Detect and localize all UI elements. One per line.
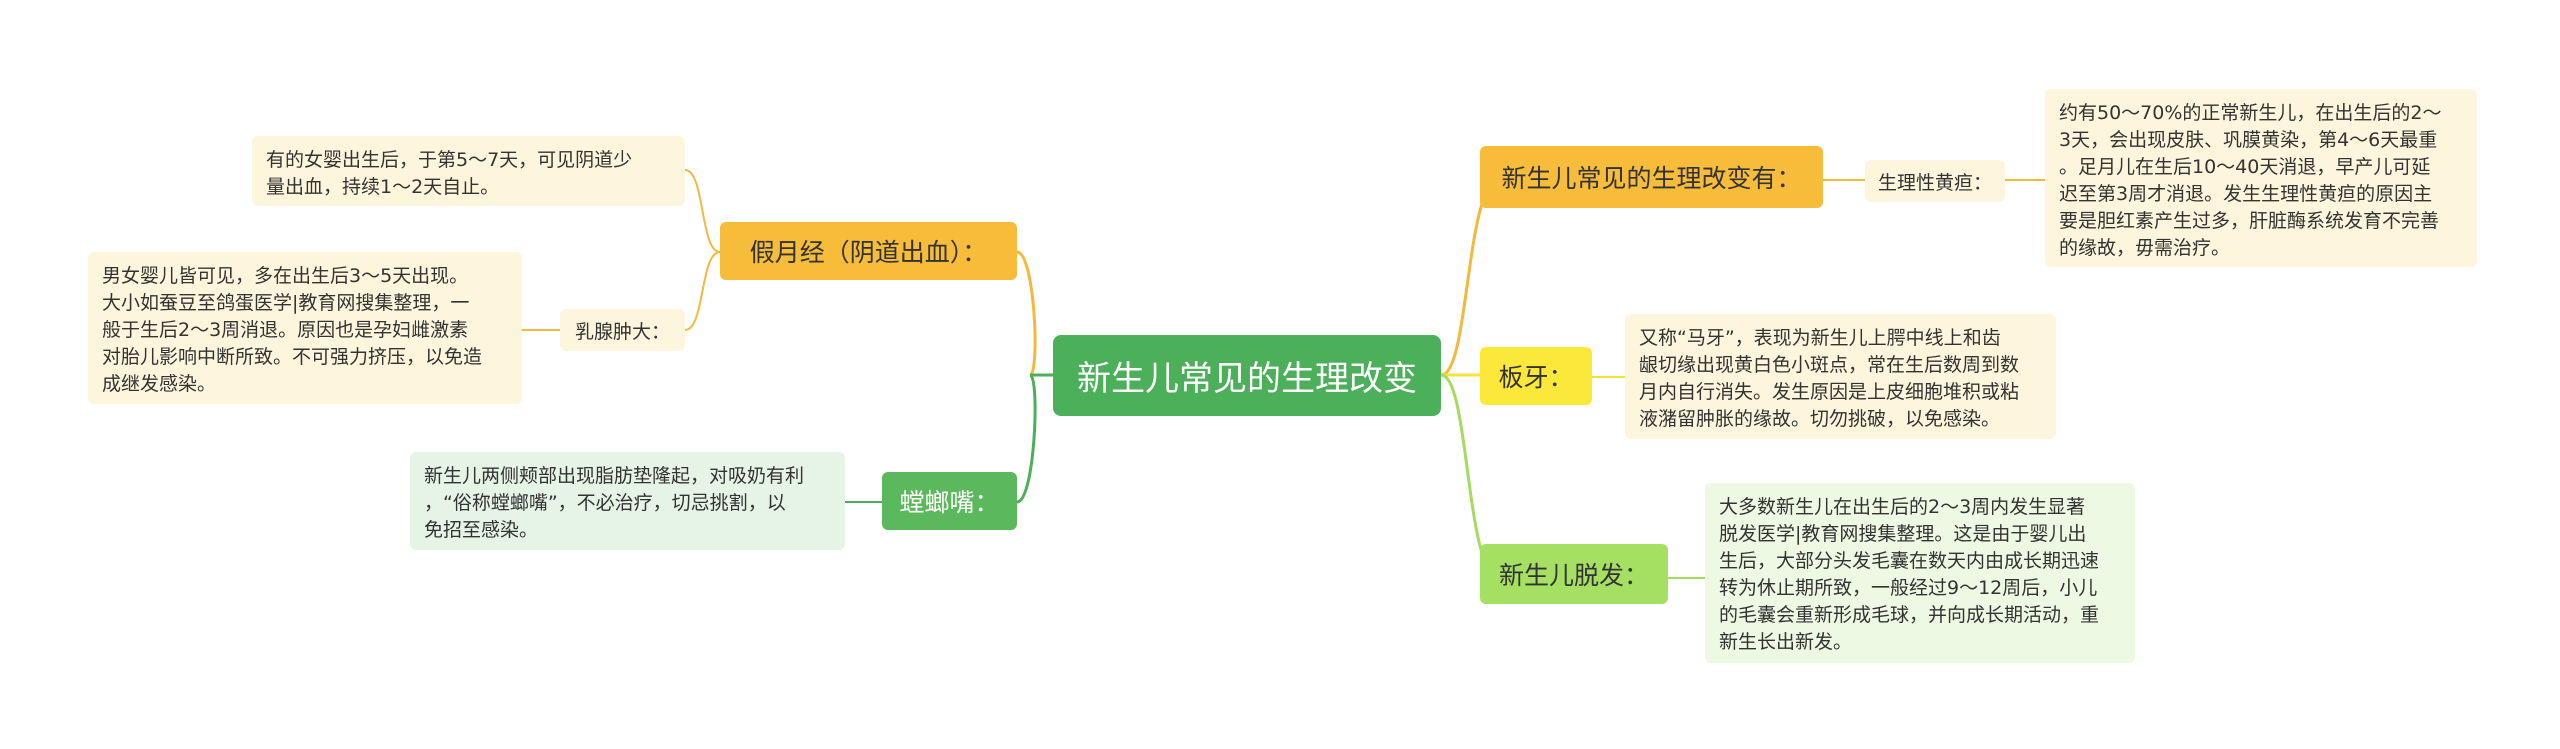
sub-node-breast-swelling[interactable]: 乳腺肿大： (560, 309, 685, 351)
leaf-epstein-pearls: 又称“马牙”，表现为新生儿上腭中线上和齿 龈切缘出现黄白色小斑点，常在生后数周到… (1625, 314, 2056, 439)
leaf-jaundice: 约有50～70%的正常新生儿，在出生后的2～ 3天，会出现皮肤、巩膜黄染，第4～… (2045, 89, 2477, 267)
connector-left1-leaf (684, 169, 721, 253)
sub-node-jaundice[interactable]: 生理性黄疸： (1865, 160, 2005, 202)
leaf-mantis-mouth: 新生儿两侧颊部出现脂肪垫隆起，对吸奶有利 ，“俗称螳螂嘴”，不必治疗，切忌挑割，… (410, 452, 845, 550)
leaf-pseudo-menstruation: 有的女婴出生后，于第5～7天，可见阴道少 量出血，持续1～2天自止。 (252, 136, 685, 206)
connector-center-to-left2 (1016, 373, 1053, 504)
connector-left1-sub (684, 251, 721, 331)
branch-epstein-pearls[interactable]: 板牙： (1480, 347, 1592, 405)
leaf-hair-loss: 大多数新生儿在出生后的2～3周内发生显著 脱发医学|教育网搜集整理。这是由于婴儿… (1705, 483, 2135, 663)
branch-pseudo-menstruation[interactable]: 假月经（阴道出血）： (720, 222, 1017, 280)
center-node[interactable]: 新生儿常见的生理改变 (1053, 335, 1441, 416)
leaf-breast-swelling: 男女婴儿皆可见，多在出生后3～5天出现。 大小如蚕豆至鸽蛋医学|教育网搜集整理，… (88, 252, 522, 404)
branch-physiological-changes[interactable]: 新生儿常见的生理改变有： (1480, 146, 1823, 208)
branch-mantis-mouth[interactable]: 螳螂嘴： (882, 472, 1017, 530)
branch-hair-loss[interactable]: 新生儿脱发： (1480, 544, 1668, 604)
connector-center-to-right1 (1440, 178, 1501, 377)
connector-center-to-left1 (1016, 250, 1053, 377)
